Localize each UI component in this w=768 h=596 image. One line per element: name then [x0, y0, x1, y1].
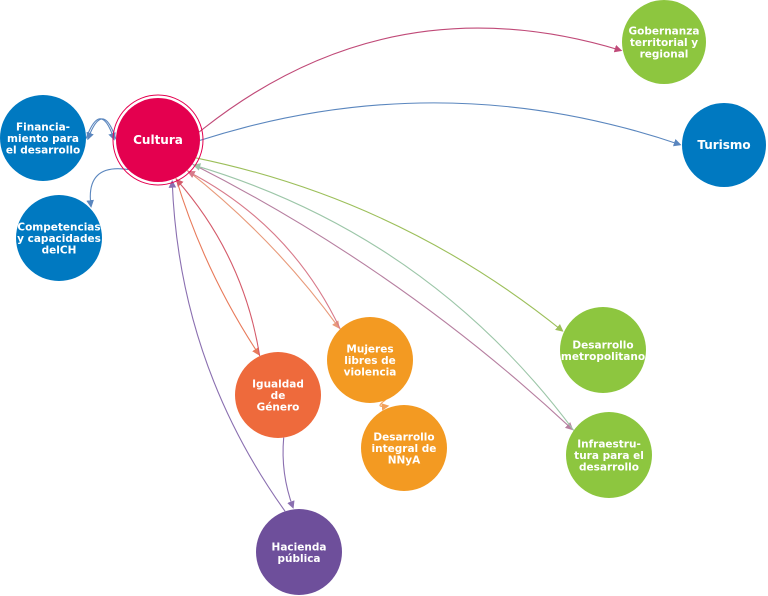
edge-financiamiento-to-cultura [85, 118, 116, 141]
edge-hacienda-to-cultura [168, 180, 286, 512]
node-label-mujeres: libres de [344, 355, 396, 367]
node-circle-metropolitano [560, 307, 646, 393]
edge-cultura-to-financiamiento [86, 118, 117, 141]
node-label-financiamiento: miento para [7, 133, 79, 145]
node-circle-mujeres [327, 317, 413, 403]
edge-mujeres-to-cultura [187, 170, 341, 330]
edges-layer [85, 27, 682, 512]
node-label-competencias: delCH [42, 245, 77, 257]
edge-cultura-to-gobernanza [198, 27, 623, 133]
node-label-gobernanza: territorial y [630, 37, 698, 49]
edge-igualdad-to-hacienda [282, 437, 295, 509]
node-label-competencias: Competencias [17, 222, 100, 234]
edge-cultura-to-turismo [199, 102, 682, 147]
node-label-infraestructura: tura para el [574, 450, 644, 462]
node-label-metropolitano: metropolitano [561, 351, 645, 363]
node-label-gobernanza: regional [640, 49, 689, 61]
node-circle-competencias [16, 195, 102, 281]
node-circle-cultura [116, 98, 200, 182]
node-label-turismo: Turismo [697, 138, 750, 152]
node-circle-nnya [361, 405, 447, 491]
edge-cultura-to-metropolitano [195, 157, 564, 332]
node-label-mujeres: violencia [344, 367, 397, 379]
node-circle-hacienda [256, 509, 342, 595]
node-label-mujeres: Mujeres [346, 344, 393, 356]
edge-cultura-to-competencias [86, 168, 129, 208]
edge-cultura-to-igualdad [175, 177, 260, 356]
node-circle-turismo [682, 103, 766, 187]
node-label-nnya: integral de [372, 443, 437, 455]
node-label-hacienda: Hacienda [272, 541, 327, 553]
edge-infraestructura-to-cultura [192, 163, 575, 431]
node-label-infraestructura: Infraestru- [577, 439, 641, 451]
node-label-financiamiento: el desarrollo [6, 145, 80, 157]
node-label-competencias: y capacidades [17, 233, 101, 245]
edge-mujeres-to-nnya [379, 399, 390, 411]
node-cultura: Cultura [112, 94, 204, 186]
node-circle-gobernanza [622, 0, 706, 84]
node-circle-financiamiento [0, 95, 86, 181]
node-label-metropolitano: Desarrollo [572, 339, 633, 351]
node-label-financiamiento: Financia- [16, 122, 70, 134]
node-circle-igualdad [235, 352, 321, 438]
node-circle-infraestructura [566, 412, 652, 498]
node-label-igualdad: Igualdad [252, 379, 304, 391]
node-label-nnya: NNyA [388, 455, 421, 467]
edge-cultura-to-infraestructura [192, 163, 574, 431]
node-label-igualdad: Género [257, 402, 300, 414]
node-label-gobernanza: Gobernanza [629, 26, 700, 38]
edge-cultura-to-mujeres [186, 169, 340, 329]
edge-igualdad-to-cultura [175, 178, 261, 357]
node-label-cultura: Cultura [133, 133, 183, 147]
node-label-hacienda: pública [277, 553, 320, 565]
node-ring-cultura [112, 94, 204, 186]
node-label-nnya: Desarrollo [373, 432, 434, 444]
node-label-infraestructura: desarrollo [579, 462, 639, 474]
node-turismo: Turismo [682, 103, 766, 187]
node-label-igualdad: de [271, 390, 286, 402]
